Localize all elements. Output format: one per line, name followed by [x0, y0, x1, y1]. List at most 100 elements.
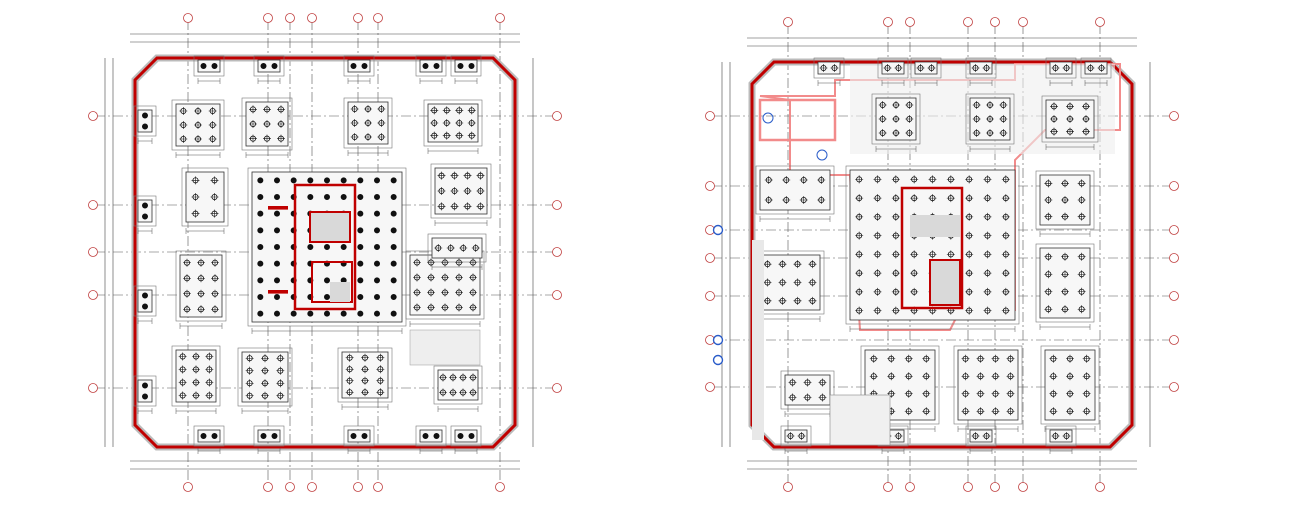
- dimension-line: [427, 148, 479, 154]
- grid-bubble-icon: [88, 111, 98, 121]
- grid-bubble-icon: [705, 382, 715, 392]
- grid-bubble-icon: [495, 13, 505, 23]
- grid-bubble-icon: [712, 224, 724, 236]
- pile-cross: [1006, 372, 1015, 381]
- grid-bubble-icon: [990, 17, 1000, 27]
- grid-bubble-icon: [353, 13, 363, 23]
- pile-cross: [194, 107, 202, 115]
- pile-icon: [200, 432, 207, 439]
- grid-bubble-icon: [373, 13, 383, 23]
- pile-icon: [373, 193, 380, 200]
- pile-cross: [965, 269, 974, 278]
- pile-cross: [459, 373, 467, 382]
- pile-icon: [211, 432, 218, 439]
- pile-cross: [205, 378, 214, 387]
- pile-cap: [137, 289, 153, 313]
- pile-cross: [455, 303, 463, 312]
- pile-cap-outline: [1045, 425, 1077, 447]
- grid-bubble-icon: [705, 253, 715, 263]
- pile-cross: [1051, 432, 1060, 440]
- pile-icon: [340, 177, 347, 184]
- pile-cross: [345, 353, 354, 362]
- dimension-line: [341, 404, 389, 410]
- pile-cross: [817, 176, 826, 184]
- pile-icon: [142, 202, 149, 209]
- dimension-line: [137, 138, 153, 144]
- pile-cap-outline: [1035, 170, 1095, 230]
- pile-cross: [961, 354, 970, 363]
- pile-cross: [427, 258, 435, 267]
- grid-bubble-icon: [263, 13, 273, 23]
- pile-icon: [211, 63, 218, 70]
- pile-icon: [257, 243, 264, 250]
- pile-cross: [439, 388, 447, 397]
- pile-cross: [1097, 64, 1106, 72]
- pile-cross: [1049, 372, 1058, 381]
- pile-cross: [965, 287, 974, 296]
- pile-cross: [961, 407, 970, 416]
- pile-icon: [357, 193, 364, 200]
- pile-cross: [377, 119, 386, 127]
- pile-cap-outline: [343, 425, 375, 447]
- pile-cross: [1050, 115, 1058, 123]
- section-marker-icon: [762, 112, 774, 124]
- pile-cross: [891, 250, 900, 259]
- dimension-line: [1049, 448, 1073, 454]
- pile-icon: [457, 432, 464, 439]
- pile-cross: [197, 274, 205, 283]
- pile-cross: [965, 212, 974, 221]
- pile-cross: [192, 378, 200, 387]
- pile-icon: [422, 63, 429, 70]
- pile-cross: [476, 187, 485, 195]
- pile-cross: [855, 250, 864, 259]
- pile-cap-outline: [237, 347, 293, 407]
- pile-cross: [808, 260, 817, 269]
- pile-cross: [788, 378, 797, 387]
- pile-cross: [782, 176, 791, 184]
- perimeter-wall: [133, 56, 517, 449]
- pile-cross: [194, 121, 202, 129]
- pile-cross: [427, 273, 435, 282]
- pile-cap-outline: [1041, 95, 1099, 143]
- foundation-plan-left: [80, 0, 570, 517]
- pile-cap-outline: [193, 55, 225, 77]
- grid-bubble-icon: [552, 290, 562, 300]
- grid-bubble-icon: [88, 247, 98, 257]
- pile-cap-outline: [965, 425, 997, 447]
- grid-bubble-icon: [712, 334, 724, 346]
- pile-cross: [1044, 287, 1053, 296]
- pile-cross: [455, 288, 463, 297]
- pile-cross: [817, 196, 826, 204]
- pile-cross: [211, 258, 219, 267]
- pile-icon: [273, 227, 280, 234]
- pile-cross: [999, 115, 1008, 123]
- pile-cap-outline: [755, 165, 835, 215]
- grid-bubble-icon: [1169, 111, 1179, 121]
- pile-cross: [1006, 407, 1015, 416]
- pile-cross: [345, 388, 354, 397]
- pile-cross: [1077, 252, 1086, 261]
- pile-cross: [469, 273, 477, 282]
- pile-cross: [1050, 127, 1058, 136]
- pile-cross: [869, 354, 878, 363]
- core-void: [330, 282, 350, 302]
- pile-cross: [263, 134, 271, 143]
- pile-cross: [178, 391, 187, 400]
- dimension-line: [419, 78, 443, 84]
- pile-cross: [799, 176, 808, 184]
- pile-cross: [249, 105, 257, 114]
- pile-cross: [891, 231, 900, 240]
- pile-cross: [869, 372, 878, 381]
- pile-icon: [373, 243, 380, 250]
- pile-cross: [983, 194, 992, 203]
- pile-cross: [1066, 102, 1074, 111]
- pile-cross: [1001, 175, 1010, 184]
- pile-cross: [855, 306, 864, 315]
- pile-cross: [261, 366, 269, 375]
- pile-cross: [469, 373, 477, 382]
- dimension-line: [454, 78, 478, 84]
- dimension-line: [784, 448, 808, 454]
- ramp-area: [409, 329, 481, 366]
- pile-cross: [261, 354, 269, 363]
- pile-cross: [361, 365, 369, 374]
